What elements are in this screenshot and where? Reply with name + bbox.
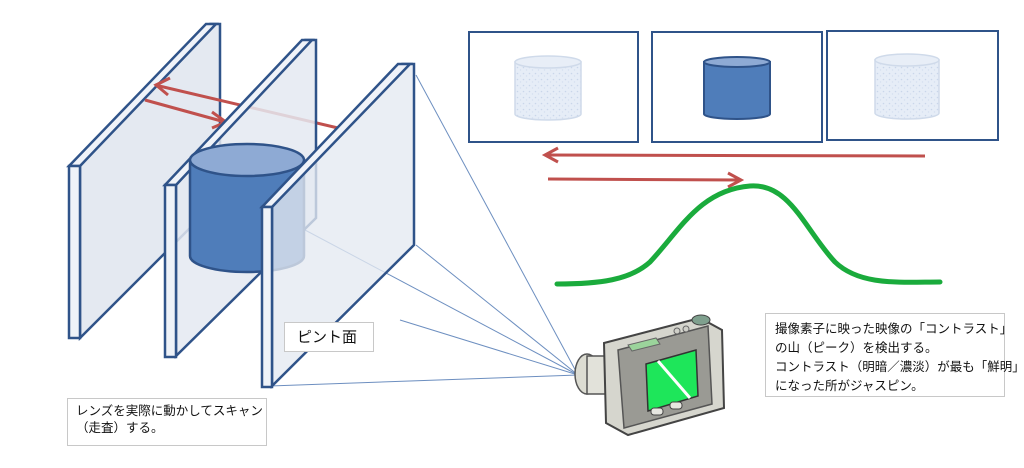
camera-icon	[574, 314, 726, 437]
scan-note-line-2: （走査）する。	[76, 420, 164, 435]
frame-far	[826, 30, 999, 141]
contrast-note-line-4: になった所がジャスピン。	[775, 378, 924, 393]
scan-note-line-1: レンズを実際に動かしてスキャン	[76, 403, 263, 418]
scan-note: レンズを実際に動かしてスキャン （走査）する。	[67, 398, 267, 446]
focus-plane-label: ピント面	[284, 322, 374, 352]
focus-plane-text: ピント面	[297, 328, 358, 346]
frame-near	[468, 31, 639, 143]
contrast-note-line-2: の山（ピーク）を検出する。	[775, 340, 938, 355]
contrast-note-line-3: コントラスト（明暗／濃淡）が最も「鮮明」	[775, 359, 1024, 374]
view-cone-lines	[269, 74, 579, 387]
contrast-note-line-1: 撮像素子に映った映像の「コントラスト」	[775, 321, 1013, 336]
contrast-note: 撮像素子に映った映像の「コントラスト」 の山（ピーク）を検出する。 コントラスト…	[765, 313, 1024, 397]
lens-plane-3-focus	[259, 62, 416, 390]
scan-arrows-right	[541, 146, 926, 189]
lens-plane-1	[66, 22, 222, 342]
frame-focus	[651, 31, 823, 143]
contrast-curve	[554, 183, 943, 287]
